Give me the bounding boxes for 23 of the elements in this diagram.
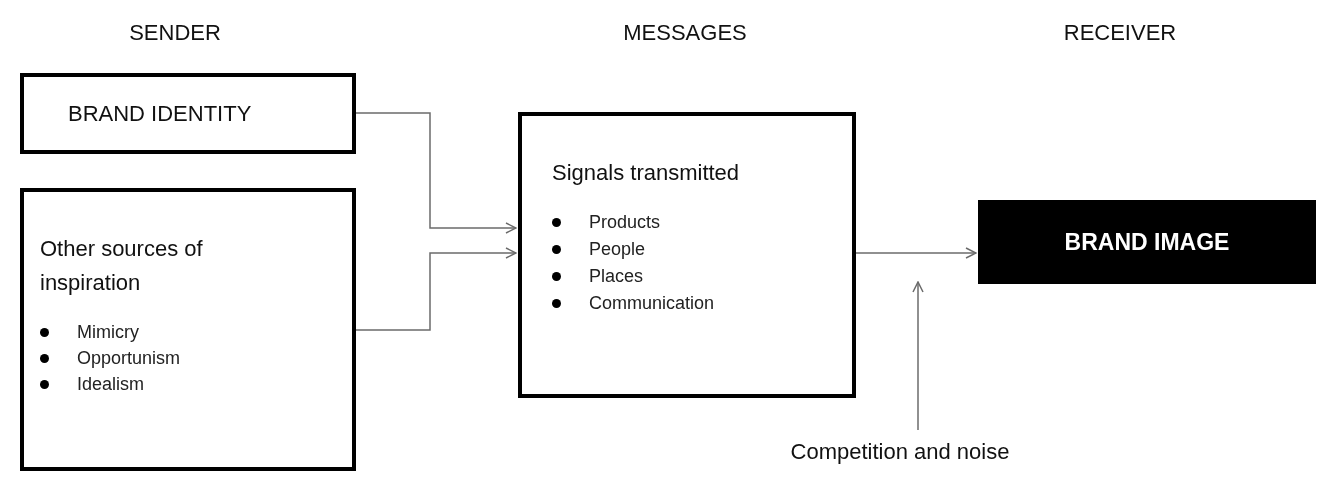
arrow (355, 247, 517, 331)
box-title: BRAND IMAGE (1064, 227, 1230, 257)
list-item: Communication (589, 292, 715, 315)
sender-box (20, 188, 356, 471)
list-item: Products (589, 211, 661, 234)
box-title: Signals transmitted (552, 159, 741, 187)
list-item: Idealism (77, 373, 145, 396)
column-heading: RECEIVER (1062, 19, 1178, 47)
column-heading: SENDER (128, 19, 222, 47)
note-text: Competition and noise (790, 437, 1010, 466)
sender-box (20, 73, 356, 154)
list-item: Mimicry (77, 321, 139, 344)
list-item: Opportunism (77, 347, 181, 370)
receiver-box (978, 200, 1316, 284)
arrow (355, 112, 517, 234)
box-title: BRAND IDENTITY (68, 100, 252, 128)
arrow (855, 247, 977, 259)
list-item: People (589, 238, 646, 261)
message-box (518, 112, 856, 398)
column-heading: MESSAGES (622, 19, 748, 47)
arrow (912, 281, 924, 431)
box-title: Other sources of inspiration (40, 235, 204, 297)
list-item: Places (589, 265, 644, 288)
